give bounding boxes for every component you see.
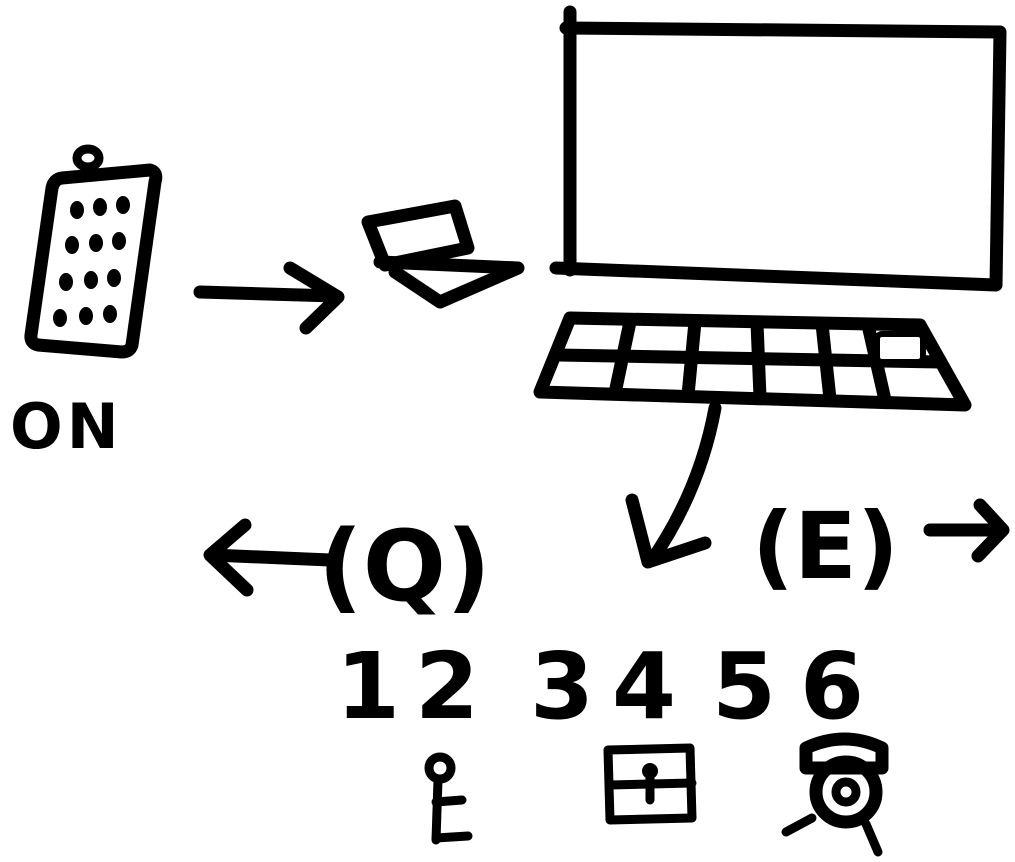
- digit-2: 2: [415, 633, 479, 740]
- digit-row: 1 2 3 4 5 6: [336, 633, 864, 740]
- key-e-label: (E): [752, 493, 899, 600]
- arrow-left-icon: [203, 518, 337, 597]
- power-label: ON: [10, 390, 123, 463]
- digit-6: 6: [800, 633, 864, 740]
- digit-1: 1: [336, 633, 400, 740]
- digit-4: 4: [612, 633, 676, 740]
- arrow-right-icon: [193, 261, 345, 335]
- security-camera-icon: [781, 732, 889, 857]
- digit-5: 5: [712, 633, 776, 740]
- box-icon: [603, 743, 697, 825]
- digit-3: 3: [530, 633, 594, 740]
- arrow-down-icon: [625, 401, 722, 569]
- arrow-right-icon: [923, 498, 1010, 563]
- highlighted-key: [874, 331, 926, 365]
- laptop-icon: [361, 199, 525, 309]
- remote-control-icon: [24, 144, 163, 359]
- person-icon: [424, 752, 473, 845]
- monitor-icon: [549, 5, 1007, 292]
- key-q-label: (Q): [318, 510, 491, 624]
- keyboard-icon: [533, 311, 972, 412]
